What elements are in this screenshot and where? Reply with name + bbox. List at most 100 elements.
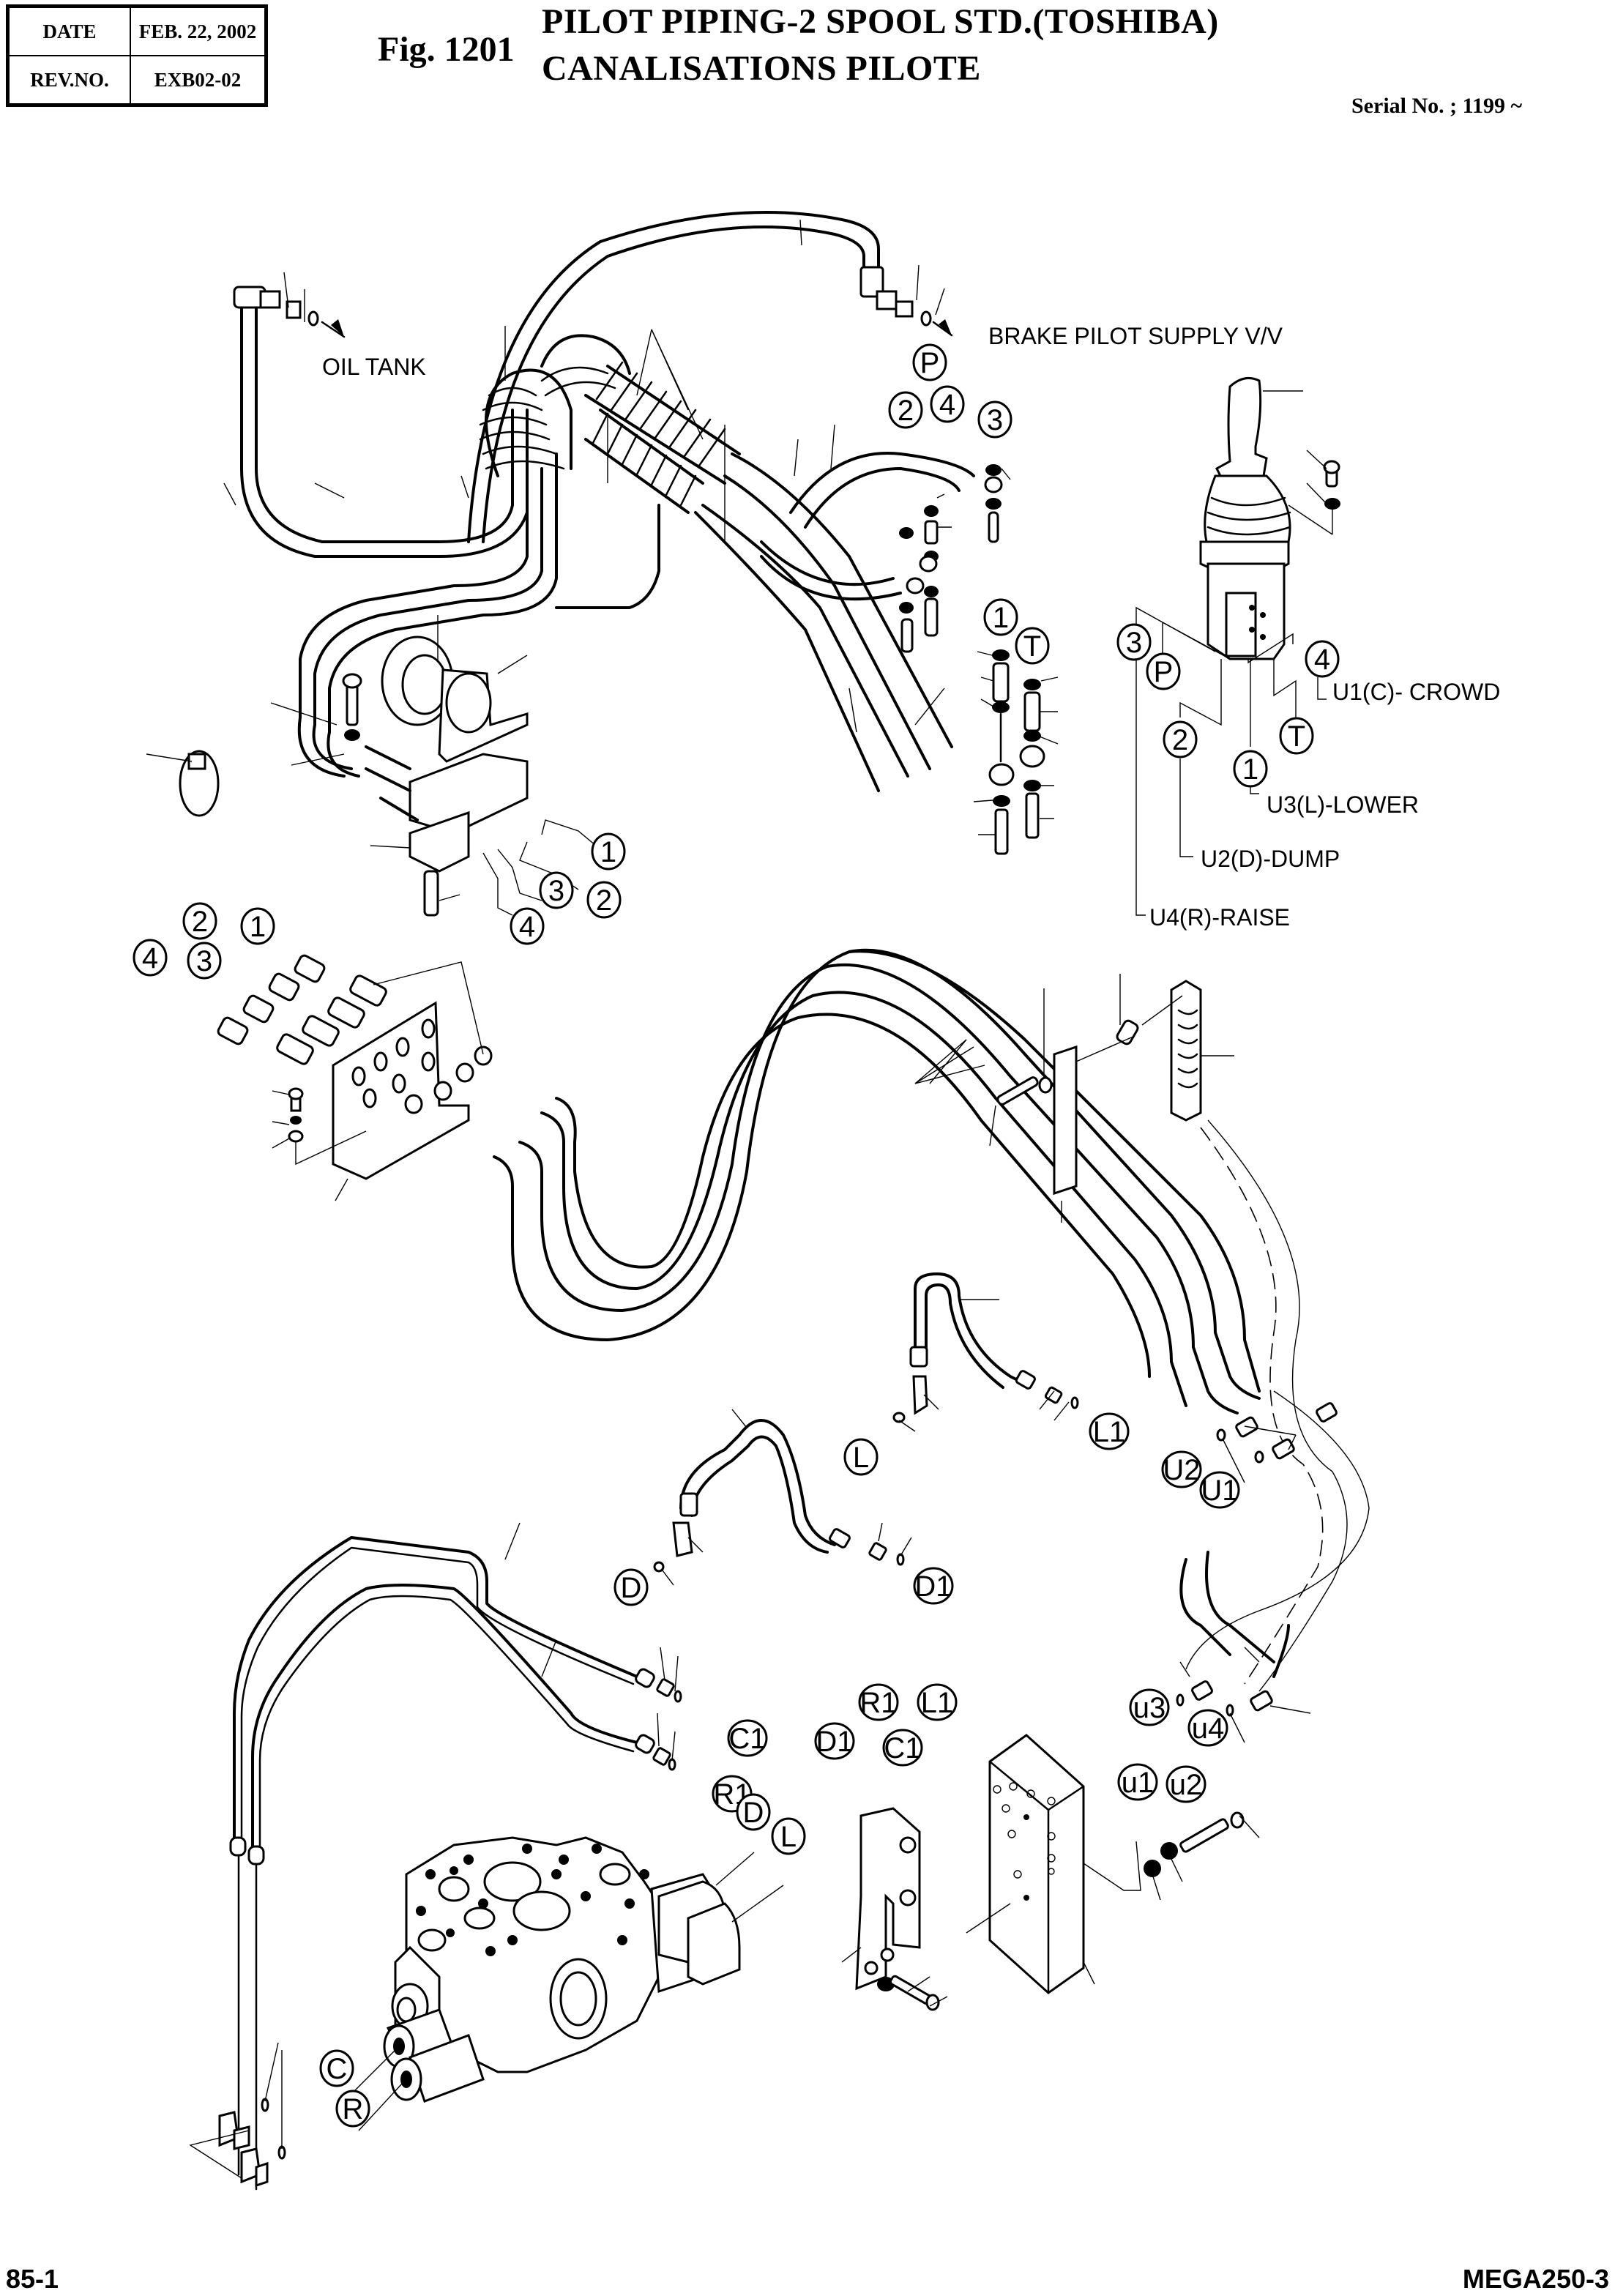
- callout-label: 1: [993, 602, 1009, 634]
- callout-joy-T: T: [1279, 717, 1314, 755]
- callout-circle: [977, 400, 1012, 439]
- rev-value: EXB02-02: [130, 55, 267, 106]
- callout-fit-2: 2: [182, 902, 217, 940]
- callout-label: C1: [884, 1732, 921, 1764]
- callout-blk-u1: u1: [1117, 1763, 1158, 1801]
- callout-top-P: P: [912, 343, 947, 381]
- callout-circle: [1161, 1450, 1202, 1488]
- callout-top-3: 3: [977, 400, 1012, 439]
- callout-circle: [843, 1438, 879, 1476]
- callout-label: U1: [1201, 1475, 1238, 1507]
- callout-circle: [613, 1568, 649, 1606]
- callout-circle: [736, 1793, 771, 1831]
- callout-low-D: D: [736, 1793, 771, 1831]
- bellows-boots: [297, 326, 975, 792]
- callout-blk-u4: u4: [1187, 1709, 1228, 1747]
- callout-label: 2: [1172, 724, 1188, 756]
- hose-clamp-assembly: [914, 974, 1234, 1223]
- callout-clamp-1: 1: [591, 832, 626, 871]
- callout-label: L: [853, 1442, 869, 1474]
- plate-bracket-fittings: [217, 954, 577, 1246]
- figure-number: Fig. 1201: [378, 30, 515, 69]
- callout-label: 4: [142, 942, 158, 974]
- callout-circle: [240, 907, 275, 945]
- callout-circle: [1233, 750, 1268, 788]
- callout-circle: [510, 907, 545, 945]
- callout-blk-L1: L1: [917, 1683, 958, 1721]
- callout-low-C1: C1: [727, 1719, 768, 1757]
- callout-label: u2: [1170, 1769, 1203, 1801]
- callout-joy-3: 3: [1116, 623, 1152, 661]
- callout-label: 1: [250, 911, 266, 943]
- callout-circle: [888, 391, 923, 429]
- model-name: MEGA250-3: [1462, 2264, 1609, 2294]
- manifold-block: [841, 1647, 1311, 2011]
- title-english: PILOT PIPING-2 SPOOL STD.(TOSHIBA): [542, 2, 1219, 41]
- callout-label: P: [920, 347, 940, 379]
- callout-label: u4: [1192, 1712, 1225, 1745]
- callout-label: L: [780, 1821, 797, 1853]
- callout-circle: [912, 343, 947, 381]
- callout-circle: [930, 385, 965, 423]
- callout-label: D: [743, 1797, 764, 1829]
- callout-circle: [882, 1729, 923, 1767]
- u3-lower-label: U3(L)-LOWER: [1267, 791, 1419, 818]
- callout-circle: [1116, 623, 1152, 661]
- main-control-valve: [351, 1836, 784, 2131]
- callout-label: u3: [1133, 1692, 1166, 1724]
- callout-mid-U2: U2: [1161, 1450, 1202, 1488]
- u2-dump-label: U2(D)-DUMP: [1201, 846, 1340, 872]
- rev-label: REV.NO.: [7, 55, 131, 106]
- callout-joy-4: 4: [1305, 640, 1340, 678]
- callout-circle: [1129, 1688, 1170, 1726]
- callout-circle: [319, 2049, 354, 2087]
- callout-joy-2: 2: [1163, 720, 1198, 758]
- callout-label: L1: [1093, 1416, 1126, 1448]
- callout-mid-L1: L1: [1089, 1412, 1130, 1450]
- callout-blk-u2: u2: [1165, 1765, 1206, 1803]
- callout-mid-D1: D1: [913, 1567, 954, 1605]
- callout-label: P: [1154, 656, 1174, 688]
- callout-top-2: 2: [888, 391, 923, 429]
- callout-circle: [771, 1817, 806, 1855]
- date-value: FEB. 22, 2002: [130, 5, 267, 56]
- callout-label: T: [1023, 630, 1041, 663]
- callout-circle: [1305, 640, 1340, 678]
- callout-label: 2: [596, 884, 612, 917]
- page-number: 85-1: [6, 2264, 59, 2294]
- callout-label: L1: [921, 1687, 954, 1719]
- callout-blk-C1: C1: [882, 1729, 923, 1767]
- callout-circle: [1117, 1763, 1158, 1801]
- callout-label: 3: [987, 404, 1003, 436]
- callout-label: 1: [600, 836, 616, 868]
- callout-clamp-3: 3: [539, 871, 574, 909]
- joystick-control-valve: [1135, 376, 1340, 916]
- callout-circle: [182, 902, 217, 940]
- callout-circle: [1187, 1709, 1228, 1747]
- mid-hoses: [653, 1272, 1338, 1586]
- callout-low-L: L: [771, 1817, 806, 1855]
- callout-label: 3: [196, 945, 212, 977]
- brake-pilot-supply-label: BRAKE PILOT SUPPLY V/V: [988, 323, 1283, 349]
- oil-tank-hose: [223, 272, 529, 558]
- callout-circle: [983, 598, 1018, 636]
- callout-label: 4: [939, 389, 955, 421]
- callout-joy-1: 1: [1233, 750, 1268, 788]
- callout-label: C1: [728, 1723, 766, 1755]
- callout-label: D1: [816, 1726, 853, 1758]
- callout-clamp-4: 4: [510, 907, 545, 945]
- serial-number: Serial No. ; 1199 ~: [1351, 94, 1523, 118]
- callout-circle: [913, 1567, 954, 1605]
- manifold-fittings: [899, 464, 1011, 653]
- callout-circle: [917, 1683, 958, 1721]
- callout-label: 2: [898, 395, 914, 427]
- revision-table: DATE FEB. 22, 2002 REV.NO. EXB02-02: [6, 4, 268, 107]
- callout-blk-u3: u3: [1129, 1688, 1170, 1726]
- title-french: CANALISATIONS PILOTE: [542, 49, 981, 88]
- callout-circle: [539, 871, 574, 909]
- date-label: DATE: [7, 5, 131, 56]
- callout-label: D: [621, 1572, 642, 1604]
- callout-label: T: [1288, 720, 1305, 753]
